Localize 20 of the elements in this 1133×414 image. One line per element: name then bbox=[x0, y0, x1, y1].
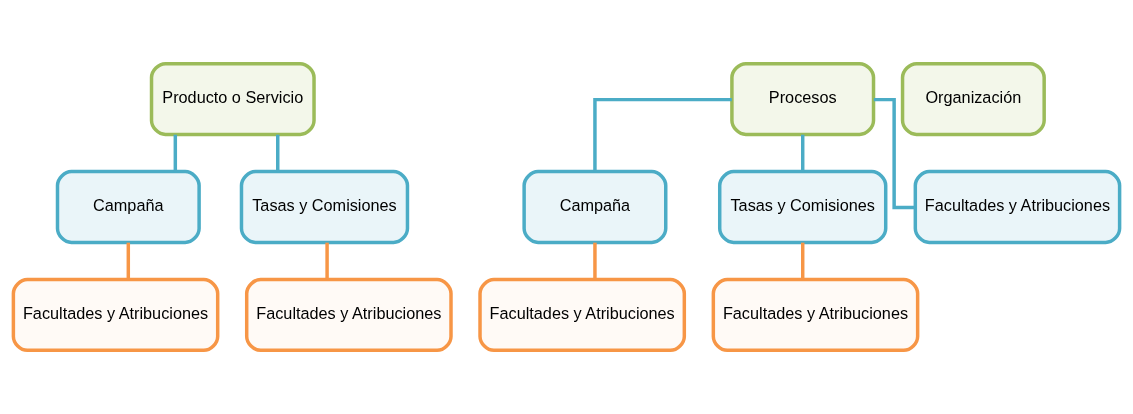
node-box: Campaña bbox=[55, 169, 201, 245]
connector bbox=[173, 134, 178, 172]
connector bbox=[801, 134, 805, 172]
connector bbox=[593, 97, 732, 172]
connector bbox=[126, 242, 131, 280]
node-box: Facultades y Atribuciones bbox=[478, 277, 687, 353]
node-box: Facultades y Atribuciones bbox=[244, 277, 453, 353]
connector bbox=[593, 242, 597, 280]
node-box: Campaña bbox=[522, 169, 668, 245]
node-box: Tasas y Comisiones bbox=[718, 169, 888, 245]
connector bbox=[801, 242, 805, 280]
connector bbox=[276, 134, 280, 172]
node-box: Facultades y Atribuciones bbox=[11, 277, 220, 353]
node-box: Tasas y Comisiones bbox=[239, 169, 410, 245]
node-box: Producto o Servicio bbox=[149, 61, 316, 137]
node-box: Facultades y Atribuciones bbox=[913, 169, 1122, 245]
node-box: Procesos bbox=[730, 61, 876, 137]
node-box: Facultades y Atribuciones bbox=[711, 277, 920, 353]
node-box: Organización bbox=[900, 61, 1046, 137]
connector bbox=[325, 242, 329, 280]
